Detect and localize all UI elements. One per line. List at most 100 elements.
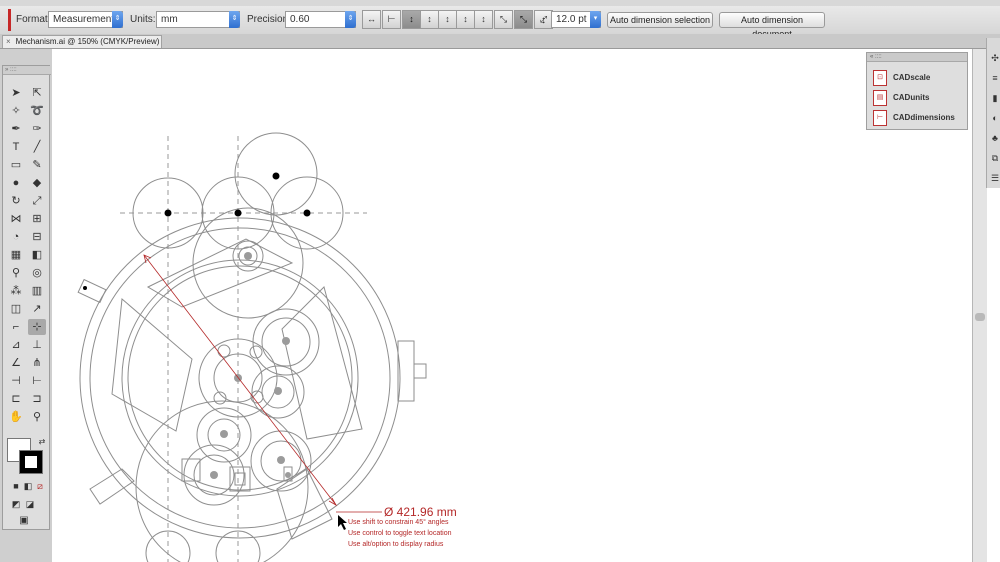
cad-units-item[interactable]: ▤ CADunits [871, 89, 965, 107]
eyedropper-tool-icon[interactable]: ⚲ [11, 267, 21, 279]
right-panel-dock: ✣ ≡ ▮ ◐ ♣ ⧉ ☰ [986, 38, 1000, 188]
dim-angle-2-button[interactable]: ⤡ [514, 10, 533, 29]
hint-control: Use control to toggle text location [348, 530, 452, 537]
control-bar-grip[interactable] [8, 9, 11, 31]
format-label: Format: [16, 14, 51, 25]
dim-vertical-4-button[interactable]: ↕ [456, 10, 475, 29]
cad-scale-item[interactable]: ⊡ CADscale [871, 69, 965, 87]
stroke-icon[interactable]: ▮ [992, 93, 998, 103]
hand-tool-icon[interactable]: ✋ [9, 411, 23, 423]
text-size-select[interactable]: 12.0 pt▾ [551, 11, 601, 28]
dim-vertical-1-button[interactable]: ↕ [402, 10, 421, 29]
eraser-tool-icon[interactable]: ◆ [32, 177, 42, 189]
cad-tool-3-icon[interactable]: ∠ [11, 357, 21, 369]
layers-icon[interactable]: ☰ [990, 173, 1000, 183]
curvature-tool-icon[interactable]: ✑ [32, 123, 42, 135]
cad-tool-8-icon[interactable]: ⊐ [32, 393, 42, 405]
mouse-pointer-icon [338, 515, 347, 530]
stroke-swatch[interactable] [19, 450, 43, 474]
dim-angle-3-button[interactable]: ⤢ [534, 10, 553, 29]
shape-builder-tool-icon[interactable]: ◔ [12, 231, 20, 243]
type-tool-icon[interactable]: T [12, 141, 20, 153]
direct-selection-tool-icon[interactable]: ⇱ [32, 87, 42, 99]
scale-tool-icon[interactable]: ⤢ [32, 195, 42, 207]
color-mode-icon[interactable]: ■ [13, 481, 19, 491]
screen-mode-icon[interactable]: ▣ [19, 515, 29, 526]
text-size-icon: ↕ [541, 15, 546, 26]
selection-tool-icon[interactable]: ➤ [11, 87, 21, 99]
precision-label: Precision [247, 14, 289, 25]
chevron-updown-icon: ⇕ [112, 11, 123, 28]
line-tool-icon[interactable]: ╱ [33, 141, 41, 153]
blob-brush-tool-icon[interactable]: ● [12, 177, 20, 189]
cad-tool-6-icon[interactable]: ⊢ [32, 375, 42, 387]
control-bar: Format: Measurement⇕ Units: mm⇕ Precisio… [0, 6, 1000, 39]
symbol-sprayer-tool-icon[interactable]: ⁂ [10, 285, 22, 297]
close-icon[interactable]: × [6, 37, 11, 46]
cad-panel-header[interactable]: « :::: [867, 53, 967, 62]
appearance-icon[interactable]: ◐ [992, 113, 998, 123]
magic-wand-tool-icon[interactable]: ✧ [11, 105, 21, 117]
hint-alt-option: Use alt/option to display radius [348, 541, 444, 548]
paintbrush-tool-icon[interactable]: ✎ [32, 159, 42, 171]
graph-tool-icon[interactable]: ▥ [31, 285, 43, 297]
cad-dimension-tool-icon[interactable]: ⊹ [28, 319, 46, 335]
cad-dimensions-item[interactable]: ⊢ CADdimensions [871, 109, 965, 127]
chevron-down-icon: ▾ [590, 11, 601, 28]
vertical-scrollbar[interactable] [972, 49, 987, 562]
brushes-icon[interactable]: ✣ [991, 53, 999, 63]
artboard-tool-icon[interactable]: ◫ [10, 303, 22, 315]
cad-dimensions-icon: ⊢ [873, 110, 887, 126]
tab-document[interactable]: ×Mechanism.ai @ 150% (CMYK/Preview) [2, 35, 162, 48]
cad-tool-4-icon[interactable]: ⋔ [32, 357, 42, 369]
precision-value: 0.60 [290, 14, 310, 25]
perspective-tool-icon[interactable]: ⊟ [32, 231, 42, 243]
dim-vertical-2-button[interactable]: ↕ [420, 10, 439, 29]
lasso-tool-icon[interactable]: ➰ [30, 105, 44, 117]
mesh-tool-icon[interactable]: ▦ [10, 249, 22, 261]
tools-panel-header[interactable]: » :::: [3, 66, 51, 75]
hint-shift: Use shift to constrain 45° angles [348, 519, 449, 526]
swap-fill-stroke-icon[interactable]: ⇄ [38, 437, 46, 446]
dim-vertical-3-button[interactable]: ↕ [438, 10, 457, 29]
none-mode-icon[interactable]: ⧄ [37, 481, 43, 491]
cad-tool-5-icon[interactable]: ⊣ [11, 375, 21, 387]
cad-tool-1-icon[interactable]: ⊿ [11, 339, 21, 351]
cad-tool-2-icon[interactable]: ⊥ [32, 339, 42, 351]
auto-dimension-document-button[interactable]: Auto dimension document [719, 12, 825, 39]
cad-scale-label: CADscale [893, 73, 931, 82]
dim-style-arrows-button[interactable]: ↔ [362, 10, 381, 29]
dim-angle-1-button[interactable]: ⤡ [494, 10, 513, 29]
pen-tool-icon[interactable]: ✒ [11, 123, 21, 135]
chevron-updown-icon: ⇕ [229, 11, 240, 28]
gradient-tool-icon[interactable]: ◧ [31, 249, 43, 261]
units-select[interactable]: mm⇕ [156, 11, 240, 28]
free-transform-tool-icon[interactable]: ⊞ [32, 213, 42, 225]
cad-crop-tool-icon[interactable]: ⌐ [12, 321, 20, 333]
artwork-canvas[interactable] [52, 49, 972, 562]
format-select[interactable]: Measurement⇕ [48, 11, 123, 28]
cad-units-label: CADunits [893, 93, 930, 102]
gradient-mode-icon[interactable]: ◧ [23, 481, 33, 491]
slice-tool-icon[interactable]: ↗ [32, 303, 42, 315]
draw-behind-icon[interactable]: ◪ [25, 499, 35, 509]
document-tab-bar: ×Mechanism.ai @ 150% (CMYK/Preview) [0, 34, 1000, 49]
dim-vertical-5-button[interactable]: ↕ [474, 10, 493, 29]
draw-normal-icon[interactable]: ◩ [11, 499, 21, 509]
cad-tools-panel: « :::: ⊡ CADscale ▤ CADunits ⊢ CADdimens… [866, 52, 968, 130]
width-tool-icon[interactable]: ⋈ [10, 213, 22, 225]
scrollbar-thumb[interactable] [975, 313, 985, 321]
transform-icon[interactable]: ⧉ [991, 153, 999, 163]
align-icon[interactable]: ≡ [992, 73, 998, 83]
rectangle-tool-icon[interactable]: ▭ [10, 159, 22, 171]
format-value: Measurement [53, 14, 115, 25]
rotate-tool-icon[interactable]: ↻ [11, 195, 21, 207]
symbols-icon[interactable]: ♣ [992, 133, 998, 143]
blend-tool-icon[interactable]: ◎ [32, 267, 42, 279]
dimension-readout: Ø 421.96 mm [384, 505, 457, 519]
cad-tool-7-icon[interactable]: ⊏ [11, 393, 21, 405]
auto-dimension-selection-button[interactable]: Auto dimension selection [607, 12, 713, 28]
dim-style-ticks-button[interactable]: ⊢ [382, 10, 401, 29]
precision-select[interactable]: 0.60⇕ [285, 11, 356, 28]
zoom-tool-icon[interactable]: ⚲ [32, 411, 42, 423]
